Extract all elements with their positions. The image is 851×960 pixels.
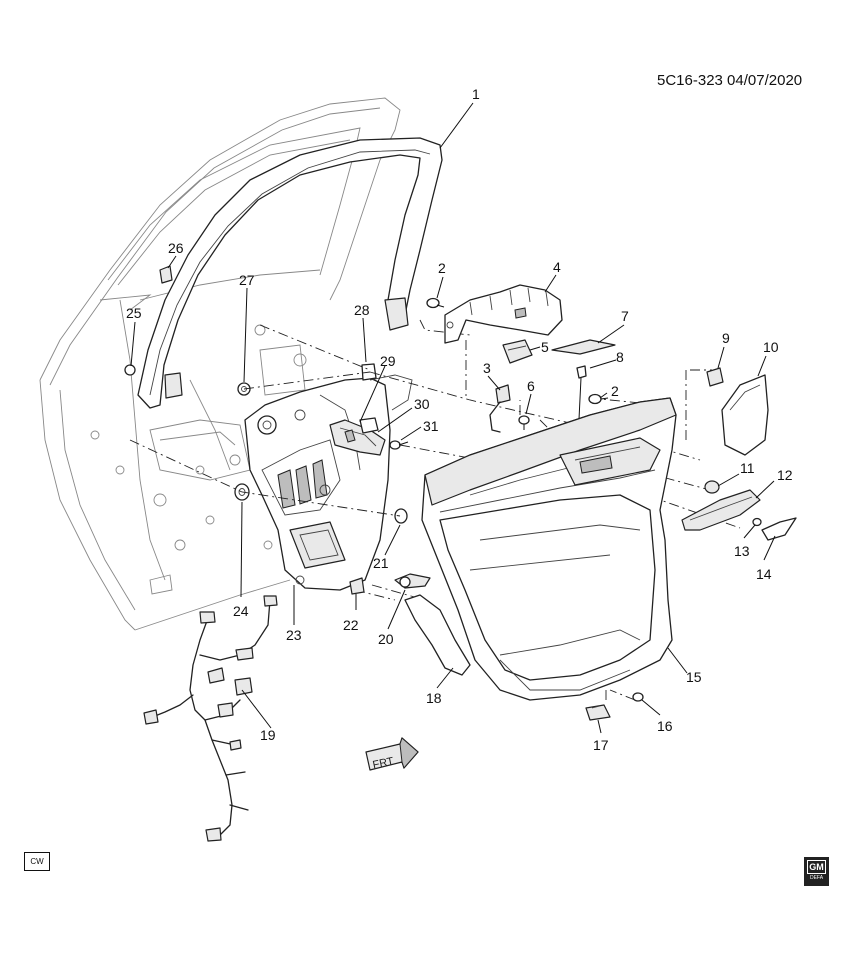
part-label-14: 14 — [756, 566, 772, 582]
part-11-nut — [704, 480, 720, 494]
part-label-3: 3 — [483, 360, 491, 376]
part-label-10: 10 — [763, 339, 779, 355]
part-label-1: 1 — [472, 86, 480, 102]
part-label-15: 15 — [686, 669, 702, 685]
part-label-11: 11 — [740, 460, 755, 476]
part-12-bezel — [681, 489, 761, 531]
part-label-24: 24 — [233, 603, 249, 619]
part-6-screw — [518, 415, 530, 430]
part-label-20: 20 — [378, 631, 394, 647]
part-label-4: 4 — [553, 259, 561, 275]
part-number-labels: 1 2 2 3 4 5 6 7 8 9 10 11 12 13 14 15 16… — [126, 86, 793, 753]
part-25-plug — [124, 364, 136, 376]
part-label-28: 28 — [354, 302, 370, 318]
part-label-2a: 2 — [438, 260, 446, 276]
part-label-13: 13 — [734, 543, 750, 559]
diagram-reference: 5C16-323 04/07/2020 — [657, 72, 803, 89]
part-17-clip — [585, 704, 611, 721]
part-2-screw-b — [588, 393, 609, 405]
part-31-screw — [389, 440, 409, 450]
part-label-7: 7 — [621, 308, 629, 324]
part-19-harness — [143, 595, 278, 842]
part-label-25: 25 — [126, 305, 142, 321]
part-label-31: 31 — [423, 418, 439, 434]
part-18-strip — [404, 594, 471, 676]
front-direction-arrow: FRT — [365, 737, 419, 772]
part-label-23: 23 — [286, 627, 302, 643]
part-label-29: 29 — [380, 353, 396, 369]
part-4-handle-bracket — [444, 284, 563, 344]
part-label-19: 19 — [260, 727, 276, 743]
part-label-30: 30 — [414, 396, 430, 412]
part-13-screw — [752, 517, 762, 527]
part-26-clip — [159, 265, 173, 284]
part-9-clip — [706, 367, 724, 387]
part-5-switch — [502, 339, 533, 364]
part-21-grommet — [394, 508, 408, 524]
part-2-screw-a — [426, 297, 445, 309]
part-label-26: 26 — [168, 240, 184, 256]
part-20-cable — [394, 573, 431, 589]
part-14-cap — [761, 517, 797, 541]
part-label-6: 6 — [527, 378, 535, 394]
part-1-weatherstrip — [137, 137, 443, 409]
part-label-16: 16 — [657, 718, 673, 734]
part-label-21: 21 — [373, 555, 389, 571]
part-label-8: 8 — [616, 349, 624, 365]
part-15-trim-panel — [421, 397, 677, 701]
part-label-12: 12 — [777, 467, 793, 483]
part-label-2b: 2 — [611, 383, 619, 399]
part-label-9: 9 — [722, 330, 730, 346]
leader-lines — [130, 102, 776, 734]
front-label: FRT — [372, 755, 395, 771]
part-label-22: 22 — [343, 617, 359, 633]
part-label-18: 18 — [426, 690, 442, 706]
gm-logo: GM DEFA — [804, 857, 829, 886]
gm-logo-mark: GM — [807, 860, 826, 874]
gm-logo-sub: DEFA — [809, 875, 824, 881]
part-7-strip — [551, 339, 616, 355]
part-22-clip — [349, 577, 365, 595]
part-label-17: 17 — [593, 737, 609, 753]
part-10-grille — [721, 374, 769, 456]
cw-badge: CW — [24, 852, 50, 871]
part-label-5: 5 — [541, 339, 549, 355]
part-29-regulator — [329, 417, 386, 456]
part-16-screw — [632, 692, 644, 702]
part-label-27: 27 — [239, 272, 255, 288]
